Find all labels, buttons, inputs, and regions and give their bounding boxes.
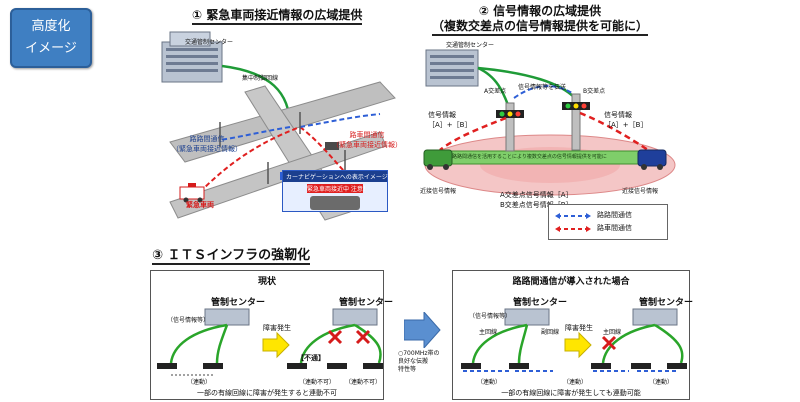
badge-line2: イメージ (25, 41, 77, 56)
fault-arrow (262, 331, 290, 359)
section1-title: ① 緊急車両接近情報の広域提供 (192, 6, 363, 25)
car-left-icon (423, 149, 453, 170)
road-comm-arrow (219, 126, 291, 141)
traffic-center-building-icon (425, 49, 479, 87)
legend-arrows (555, 213, 591, 232)
nav-alert: 緊急車両接近中 注意！ (307, 184, 369, 193)
fault-arrow (564, 331, 592, 359)
signal-icons (461, 363, 687, 369)
car-comm-arrow (299, 126, 346, 173)
right-sub-line: 副回線 (541, 329, 560, 336)
s2-right-info-1: 信号情報 (604, 111, 632, 119)
right-linked-1: （連動） (477, 379, 502, 386)
s1-road-comm-label-2: （緊急車両接近情報） (172, 145, 242, 153)
left-panel-diagram (157, 308, 383, 376)
left-unlinked-2: （連動不可） (345, 379, 382, 386)
right-linked-2: （連動） (563, 379, 588, 386)
right-signal-info: （信号情報等） (469, 313, 512, 320)
signal-icons (157, 363, 383, 369)
left-blocked: 【不通】 (297, 354, 325, 362)
right-main-line-2: 主回線 (603, 329, 622, 336)
right-main-line: 主回線 (479, 329, 498, 336)
s2-left-info: 信号情報 ［A］+［B］ (428, 110, 471, 130)
s1-car-comm-label-1: 路車間通信 (349, 131, 385, 139)
left-center-2: 管制センター (339, 298, 394, 308)
s2-left-car-label: 近接信号情報 (420, 188, 457, 195)
middle-note: ○700MHz帯の 良好な伝搬 特性等 (398, 350, 440, 374)
left-unlinked-1: （連動不可） (299, 379, 336, 386)
s2-right-car-label: 近接信号情報 (622, 188, 659, 195)
s2-center-label: 交通管制センター (446, 42, 495, 49)
emergency-vehicle-icon (179, 183, 205, 203)
signal-pole-b-icon (562, 93, 590, 151)
s1-car-comm-label-2: （緊急車両接近情報） (332, 141, 402, 149)
section2-title-2: （複数交差点の信号情報提供を可能に） (431, 19, 648, 36)
road-3 (169, 131, 387, 219)
right-caption: 一部の有線回線に障害が発生しても連動可能 (501, 389, 641, 397)
s2-a-label: A交差点 (484, 88, 507, 95)
s1-center-label: 交通管制センター (185, 39, 234, 46)
right-center-1: 管制センター (513, 298, 568, 308)
right-fault: 障害発生 (565, 324, 593, 332)
left-panel-header: 現状 (257, 277, 276, 287)
section2-diagram (423, 49, 676, 196)
right-linked-3: （連動） (649, 379, 674, 386)
middle-note-3: 特性等 (398, 366, 417, 373)
s2-relay-label: 信号情報等を伝送 (518, 84, 567, 91)
car-comm-arrow (579, 111, 649, 152)
s2-right-info: 信号情報 ［A］+［B］ (604, 110, 647, 130)
legend: 路路間通信 路車間通信 (548, 204, 668, 240)
s1-line-label: 集中制御回線 (242, 75, 279, 82)
middle-note-1: ○700MHz帯の (398, 350, 440, 357)
traffic-center-building-icon (161, 31, 223, 83)
right-panel: 路路間通信が導入された場合 管制センター 管制センター （信号情報等） 主回線 … (452, 270, 694, 400)
left-fault: 障害発生 (263, 324, 291, 332)
section2-title: ② 信号情報の広域提供 （複数交差点の信号情報提供を可能に） (430, 4, 650, 36)
left-center-1: 管制センター (211, 298, 266, 308)
road-comm-arrow (513, 85, 573, 99)
legend-road: 路路間通信 (597, 211, 632, 219)
section2-title-1: ② 信号情報の広域提供 (478, 4, 602, 18)
nav-title: カーナビゲーションへの表示イメージ (283, 171, 388, 182)
car-icon (325, 142, 339, 150)
section3-title: ③ ＩＴＳインフラの強靭化 (152, 244, 311, 265)
s2-left-info-1: 信号情報 (428, 111, 456, 119)
middle-note-2: 良好な伝搬 (398, 358, 429, 365)
car-comm-arrow (439, 116, 507, 151)
nav-display: カーナビゲーションへの表示イメージ 緊急車両接近中 注意！ (282, 170, 388, 212)
s2-right-info-2: ［A］+［B］ (604, 121, 648, 129)
badge: 高度化 イメージ (10, 8, 92, 68)
left-linked: （連動） (187, 379, 212, 386)
left-panel: 現状 管制センター 管制センター （信号情報等） 障害発生 【不通】 （連動） … (150, 270, 393, 400)
legend-car: 路車間通信 (597, 224, 632, 232)
car-comm-arrow (199, 126, 301, 193)
s2-left-info-2: ［A］+［B］ (428, 121, 472, 129)
s2-signal-b: B交差点信号情報［B］ (500, 201, 573, 209)
s1-road-comm-label-1: 路路間通信 (189, 135, 225, 143)
transition-arrow-icon (404, 312, 441, 348)
s1-emergency-label: 緊急車両 (186, 201, 214, 209)
badge-line1: 高度化 (31, 19, 71, 34)
s1-road-comm-label: 路路間通信 （緊急車両接近情報） (172, 134, 242, 154)
road-comm-arrow (299, 113, 381, 128)
car-right-icon (637, 149, 667, 170)
nav-road-icon (310, 196, 360, 210)
s1-car-comm-label: 路車間通信 （緊急車両接近情報） (332, 130, 402, 150)
s2-b-label: B交差点 (583, 88, 606, 95)
s2-band-text: 路路間通信を活用することにより複数交差点の信号情報提供を可能に (452, 154, 607, 160)
left-caption: 一部の有線回線に障害が発生すると連動不可 (197, 389, 337, 397)
right-center-2: 管制センター (639, 298, 694, 308)
signal-pole-a-icon (496, 102, 524, 152)
right-panel-header: 路路間通信が導入された場合 (512, 277, 630, 287)
left-signal-info: （信号情報等） (167, 317, 210, 324)
s2-signal-a: A交差点信号情報［A］ (500, 191, 573, 199)
right-panel-diagram (461, 308, 687, 372)
